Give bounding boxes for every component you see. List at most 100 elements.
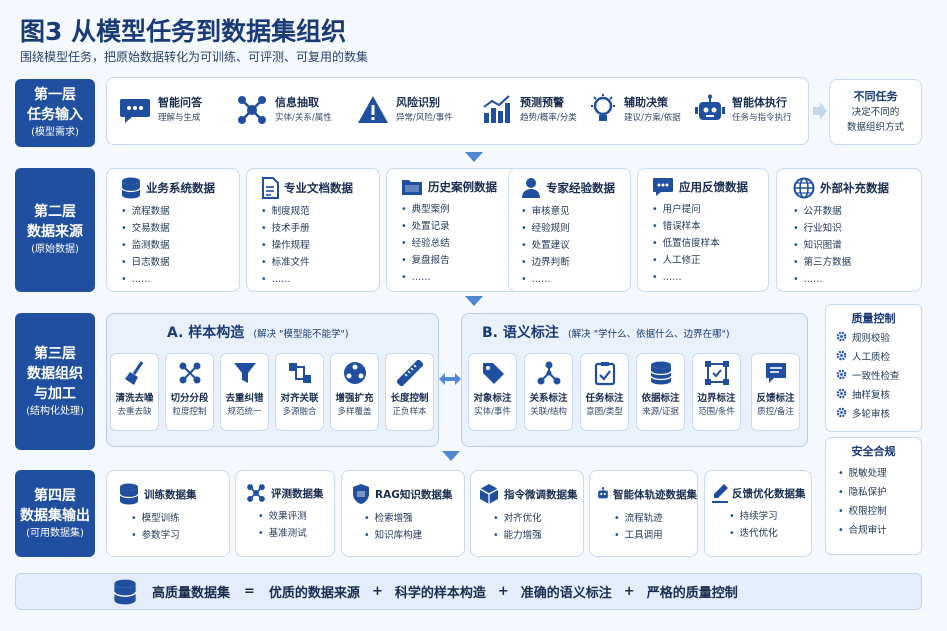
- task-item: 预测预警趋势/概率/分类: [480, 83, 577, 137]
- output-item: 迭代优化: [729, 525, 811, 542]
- process-step: 清洗去噪去重去缺: [110, 353, 159, 431]
- step-title: 清洗去噪: [115, 393, 154, 404]
- layer-4-label: 第四层 数据集输出 (可用数据集): [15, 470, 95, 557]
- output-item: 流程轨迹: [614, 510, 697, 527]
- network-icon: [247, 484, 265, 502]
- source-card: 业务系统数据 流程数据交易数据监测数据日志数据……: [106, 168, 240, 292]
- feedback-icon: [653, 178, 673, 196]
- layer-title: 与加工: [34, 385, 76, 402]
- section-b-title: B. 语义标注: [482, 325, 559, 341]
- source-title: 专家经验数据: [546, 181, 615, 195]
- step-title: 对齐关联: [280, 393, 319, 404]
- process-step: 长度控制正负样本: [385, 353, 434, 431]
- boundary-icon: [704, 361, 729, 385]
- relation-icon: [537, 361, 560, 385]
- source-item: 第三方数据: [793, 254, 921, 271]
- output-item: 工具调用: [614, 527, 697, 544]
- chat-icon: [120, 99, 150, 123]
- clipboard-icon: [594, 362, 615, 386]
- source-title: 应用反馈数据: [679, 180, 748, 194]
- source-item: ……: [652, 269, 768, 286]
- security-item: 合规审计: [838, 521, 921, 540]
- formula-operator: +: [371, 584, 383, 599]
- step-title: 长度控制: [390, 393, 429, 404]
- source-title: 专业文档数据: [284, 181, 353, 195]
- source-card: 历史案例数据 典型案例处置记录经验总结复盘报告……: [386, 168, 520, 292]
- process-step: 对象标注实体/事件: [468, 353, 517, 431]
- layer-title: 数据来源: [27, 224, 83, 240]
- down-arrow-icon: [442, 451, 460, 461]
- database-icon: [113, 579, 137, 604]
- gear-icon: [836, 331, 847, 342]
- source-item: 低置信度样本: [652, 235, 768, 252]
- tag-icon: [482, 363, 504, 384]
- source-item: 用户提问: [652, 201, 768, 218]
- layer-1-label: 第一层 任务输入 (模型需求): [15, 79, 95, 147]
- source-item: 制度规范: [261, 203, 379, 220]
- layer-subtitle: (结构化处理): [26, 405, 84, 417]
- output-card: 评测数据集 效果评测基准测试: [235, 470, 335, 557]
- output-item: 能力增强: [493, 527, 583, 544]
- source-item: 公开数据: [793, 203, 921, 220]
- task-title: 风险识别: [396, 96, 440, 109]
- step-title: 任务标注: [585, 393, 624, 404]
- formula-term: 高质量数据集: [152, 586, 231, 601]
- gear-icon: [836, 350, 847, 361]
- process-step: 依据标注来源/证据: [636, 353, 685, 431]
- bar-chart-icon: [483, 95, 510, 123]
- quality-item: 一致性检查: [836, 367, 921, 386]
- task-sub: 建议/方案/依据: [624, 113, 681, 123]
- source-item: 错误样本: [652, 218, 768, 235]
- pencil-icon: [712, 484, 728, 503]
- process-step: 边界标注范围/条件: [692, 353, 741, 431]
- layer-2-label: 第二层 数据来源 (原始数据): [15, 168, 95, 292]
- source-item: 监测数据: [121, 237, 239, 254]
- cube-icon: [479, 484, 499, 504]
- source-item: 典型案例: [401, 201, 519, 218]
- formula-operator: +: [623, 584, 635, 599]
- step-sub: 意图/类型: [586, 407, 623, 417]
- source-card: 应用反馈数据 用户提问错误样本低置信度样本人工修正……: [637, 168, 769, 292]
- task-sub: 实体/关系/属性: [275, 113, 332, 123]
- source-item: ……: [401, 269, 519, 286]
- step-title: 依据标注: [641, 393, 680, 404]
- source-item: 技术手册: [261, 220, 379, 237]
- task-note-line: 数据组织方式: [846, 122, 904, 133]
- database-icon: [121, 177, 141, 199]
- output-title: 指令微调数据集: [504, 488, 578, 501]
- output-item: 知识库构建: [364, 527, 464, 544]
- gear-icon: [836, 388, 847, 399]
- step-sub: 实体/事件: [474, 407, 511, 417]
- layer-title: 第三层: [34, 345, 76, 362]
- process-step: 任务标注意图/类型: [580, 353, 629, 431]
- quality-control-box: 质量控制 规则校验 人工质检 一致性检查 抽样复核 多轮审核: [825, 304, 922, 432]
- step-sub: 多源融合: [282, 407, 317, 417]
- process-step: 关系标注关联/结构: [524, 353, 573, 431]
- robot-icon: [695, 94, 725, 120]
- output-item: 效果评测: [258, 508, 334, 525]
- task-item: 智能体执行任务与指令执行: [694, 83, 792, 137]
- broom-icon: [124, 361, 143, 385]
- down-arrow-icon: [465, 296, 483, 306]
- output-title: 训练数据集: [144, 488, 197, 501]
- source-title: 历史案例数据: [428, 180, 497, 194]
- security-compliance-box: 安全合规 脱敏处理 隐私保护 权限控制 合规审计: [825, 437, 922, 555]
- step-sub: 去重去缺: [117, 407, 152, 417]
- source-item: 经验规则: [521, 220, 630, 237]
- layer-title: 第一层: [34, 87, 76, 103]
- source-card: 专业文档数据 制度规范技术手册操作规程标准文件……: [246, 168, 380, 292]
- source-item: ……: [121, 271, 239, 288]
- document-icon: [262, 177, 279, 199]
- quality-item: 人工质检: [836, 348, 921, 367]
- output-title: 评测数据集: [271, 487, 324, 500]
- stack-icon: [649, 361, 672, 385]
- gear-icon: [836, 369, 847, 380]
- gear-icon: [836, 407, 847, 418]
- step-title: 反馈标注: [756, 393, 795, 404]
- step-title: 边界标注: [697, 393, 736, 404]
- source-title: 业务系统数据: [146, 181, 215, 195]
- formula-term: 严格的质量控制: [646, 586, 738, 601]
- step-title: 对象标注: [473, 393, 512, 404]
- section-a-header: A. 样本构造 (解决 "模型能不能学"): [167, 322, 349, 342]
- section-b-note: (解决 "学什么、依据什么、边界在哪"): [567, 329, 730, 340]
